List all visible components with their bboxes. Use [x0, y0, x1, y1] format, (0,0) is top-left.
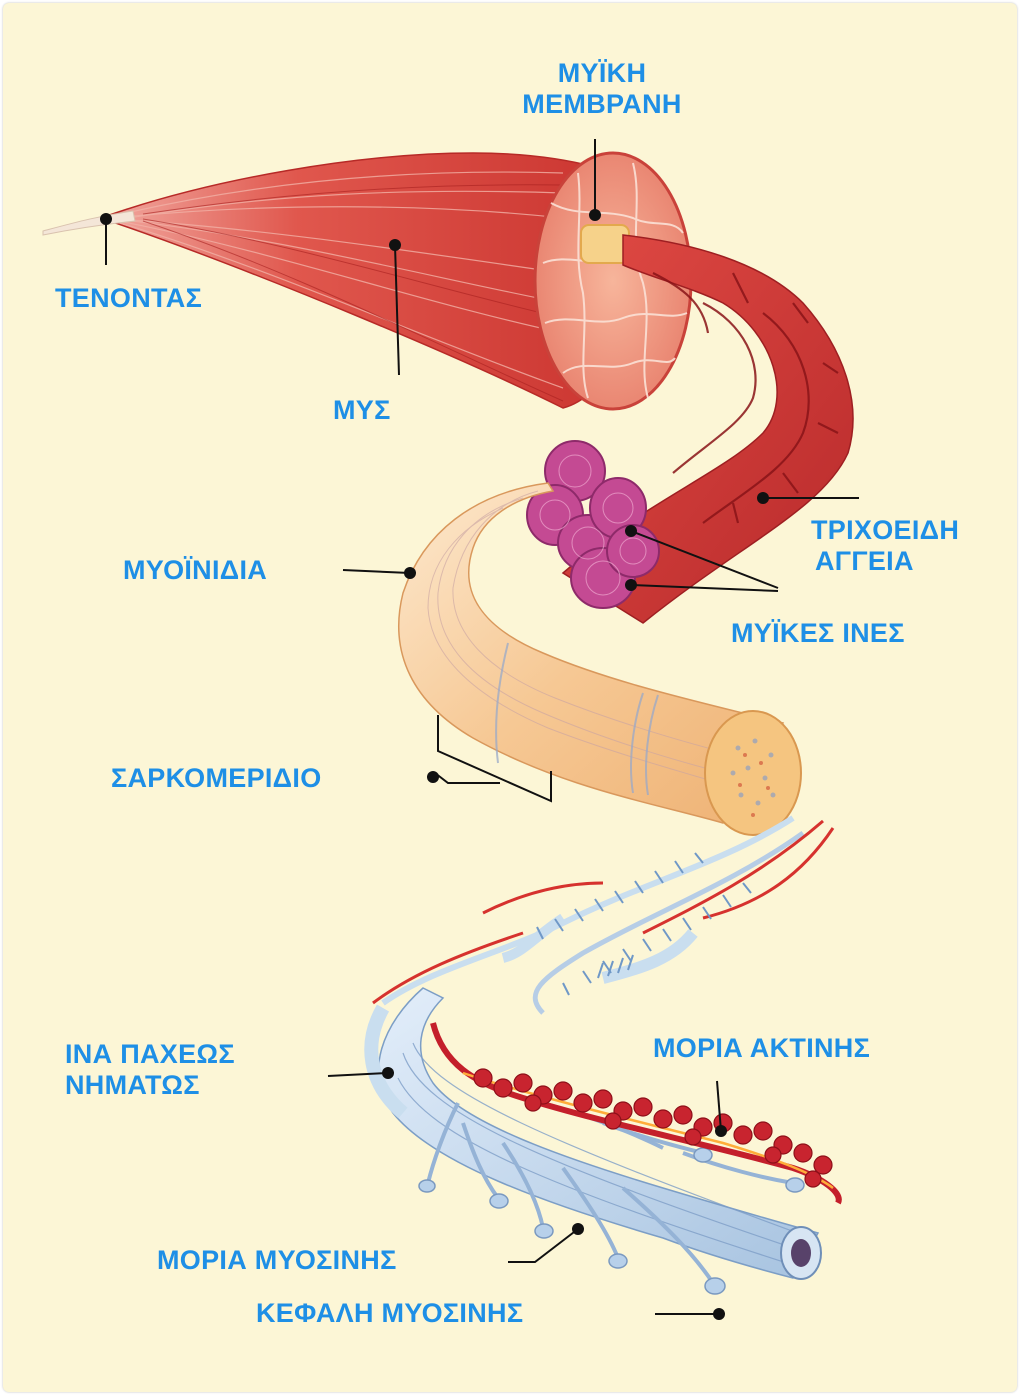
label-sarcomere: ΣΑΡΚΟΜΕΡΙΔΙΟ — [111, 763, 322, 794]
label-myosin-head: ΚΕΦΑΛΗ ΜΥΟΣΙΝΗΣ — [256, 1298, 523, 1329]
label-thick-filament-line2: ΝΗΜΑΤΩΣ — [65, 1070, 235, 1101]
label-myofibrils: ΜΥΟΪΝΙΔΙΑ — [123, 555, 267, 586]
label-capillaries-line2: ΑΓΓΕΙΑ — [815, 546, 959, 577]
diagram-frame: ΜΥΪΚΗ ΜΕΜΒΡΑΝΗ ΤΕΝΟΝΤΑΣ ΜΥΣ ΤΡΙΧΟΕΙΔΗ ΑΓ… — [3, 3, 1017, 1392]
label-tendon: ΤΕΝΟΝΤΑΣ — [55, 283, 202, 314]
label-thick-filament-line1: ΙΝΑ ΠΑΧΕΩΣ — [65, 1039, 235, 1070]
label-myosin-molecules: ΜΟΡΙΑ ΜΥΟΣΙΝΗΣ — [157, 1245, 397, 1276]
tendon — [43, 211, 135, 235]
label-muscle-membrane: ΜΥΪΚΗ ΜΕΜΒΡΑΝΗ — [496, 58, 708, 120]
label-muscle-membrane-line1: ΜΥΪΚΗ — [496, 58, 708, 89]
muscle-structure-illustration — [3, 3, 1017, 1392]
label-capillaries: ΤΡΙΧΟΕΙΔΗ ΑΓΓΕΙΑ — [811, 515, 959, 577]
label-capillaries-line1: ΤΡΙΧΟΕΙΔΗ — [811, 515, 959, 546]
label-actin-molecules: ΜΟΡΙΑ ΑΚΤΙΝΗΣ — [653, 1033, 870, 1064]
label-muscle-membrane-line2: ΜΕΜΒΡΑΝΗ — [496, 89, 708, 120]
label-thick-filament: ΙΝΑ ΠΑΧΕΩΣ ΝΗΜΑΤΩΣ — [65, 1039, 235, 1101]
filament-strands — [373, 818, 833, 1013]
label-muscle: ΜΥΣ — [333, 395, 391, 426]
label-muscle-fibers: ΜΥΪΚΕΣ ΙΝΕΣ — [731, 618, 905, 649]
